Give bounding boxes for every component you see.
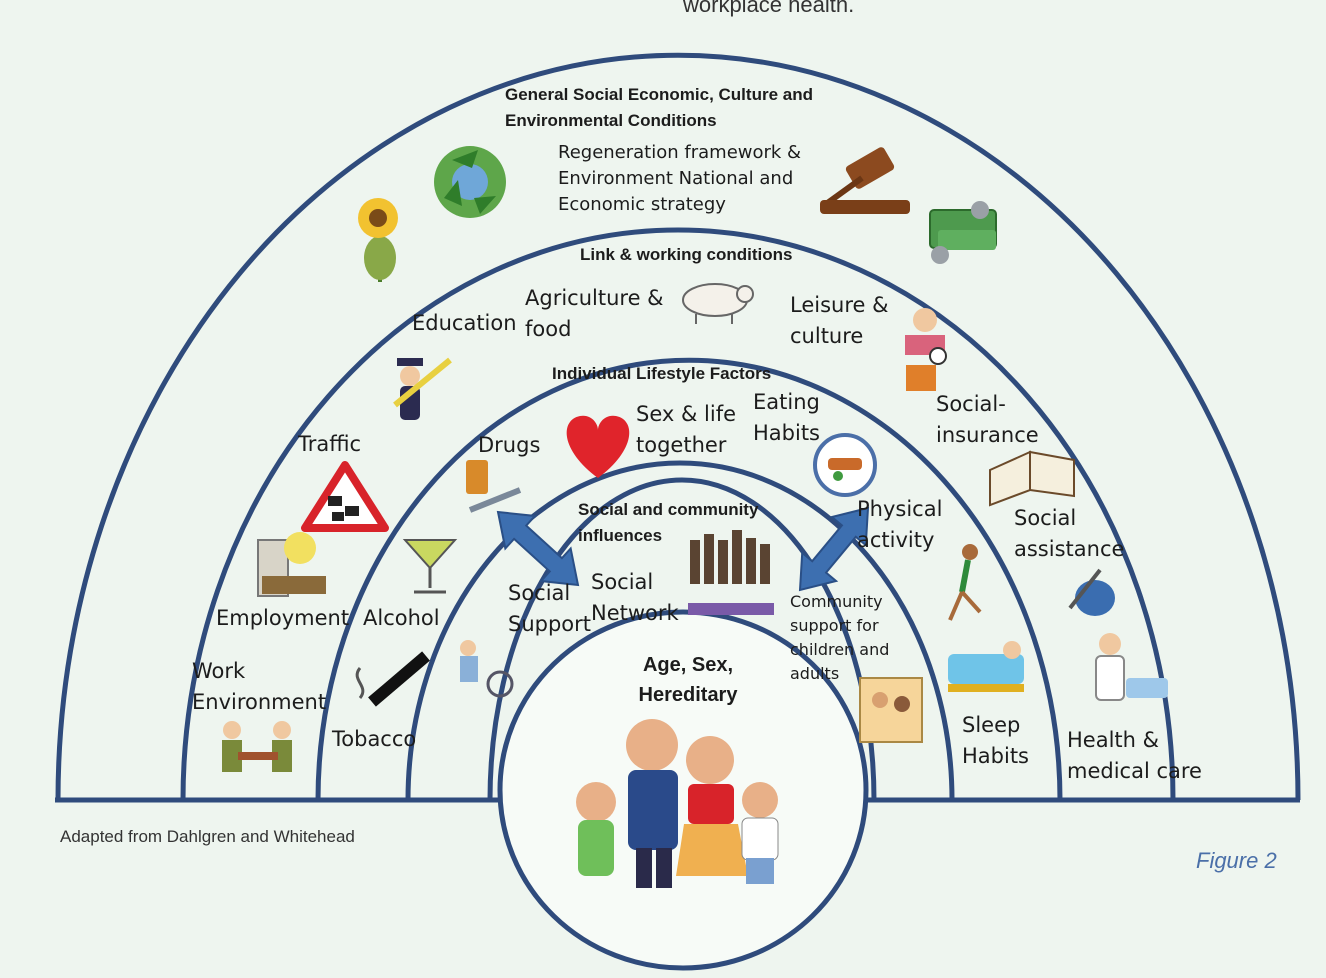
eating-habits-label-1: Eating	[753, 390, 820, 414]
plate-icon	[813, 433, 877, 497]
drugs-label: Drugs	[478, 433, 541, 457]
lifestyle-title: Individual Lifestyle Factors	[552, 364, 772, 383]
social-support-label-1: Social	[508, 581, 571, 605]
arc-general	[55, 52, 1301, 801]
workers-icon	[222, 721, 292, 772]
general-desc-line3: Economic strategy	[558, 194, 726, 215]
social-insurance-label-2: insurance	[936, 423, 1039, 447]
sex-life-label-2: together	[636, 433, 727, 457]
alcohol-label: Alcohol	[363, 606, 440, 630]
arc-lifestyle	[405, 460, 955, 801]
drugs-icon	[466, 460, 522, 513]
work-environment-label-2: Environment	[192, 690, 327, 714]
header-text: workplace health.	[683, 0, 855, 17]
sleep-habits-label-2: Habits	[962, 744, 1029, 768]
cocktail-icon	[402, 539, 458, 594]
social-assistance-label-2: assistance	[1014, 537, 1125, 561]
traffic-label: Traffic	[298, 432, 362, 456]
social-network-label-2: Network	[591, 601, 679, 625]
social-title-line2: influences	[578, 526, 663, 545]
education-label: Education	[412, 311, 517, 335]
social-support-label-2: Support	[508, 612, 592, 636]
core-ellipse	[497, 609, 869, 971]
cow-icon	[682, 283, 754, 324]
core-label-line2: Hereditary	[638, 684, 738, 706]
source-caption: Adapted from Dahlgren and Whitehead	[60, 827, 355, 846]
general-title-line1: General Social Economic, Culture and	[505, 85, 813, 104]
employment-label: Employment	[216, 606, 350, 630]
arc-living-outer	[180, 227, 1176, 801]
leisure-label-1: Leisure &	[790, 293, 889, 317]
book-icon	[989, 450, 1075, 507]
sex-life-label-1: Sex & life	[636, 402, 737, 426]
money-icon	[929, 201, 997, 264]
general-title-line2: Environmental Conditions	[505, 111, 717, 130]
social-title-line1: Social and community	[578, 500, 759, 519]
social-insurance-label-1: Social-	[936, 392, 1006, 416]
doctor-icon	[1095, 633, 1168, 701]
employment-icon	[257, 532, 326, 597]
cigarette-icon	[355, 651, 430, 707]
agriculture-label-2: food	[525, 317, 572, 341]
gavel-icon	[820, 147, 910, 214]
physical-activity-label-2: activity	[857, 528, 935, 552]
traffic-sign-icon	[301, 461, 389, 532]
wheelchair-icon	[460, 640, 514, 698]
agriculture-label-1: Agriculture &	[525, 286, 664, 310]
sleep-icon	[948, 641, 1024, 692]
recycle-icon	[434, 146, 506, 218]
arc-living	[315, 357, 1063, 801]
core-label-line1: Age, Sex,	[642, 654, 734, 676]
living-title: Link & working conditions	[580, 245, 793, 264]
health-care-label-1: Health &	[1067, 728, 1160, 752]
family-support-icon	[859, 677, 923, 743]
runner-icon	[948, 544, 982, 621]
heart-icon	[566, 415, 630, 478]
arc-social	[487, 477, 877, 801]
health-care-label-2: medical care	[1067, 759, 1202, 783]
family-icon	[576, 719, 779, 888]
crowd-icon	[688, 530, 774, 615]
graduate-icon	[393, 357, 452, 420]
vacuum-icon	[1068, 568, 1115, 616]
general-desc-line1: Regeneration framework &	[558, 142, 802, 163]
leisure-label-2: culture	[790, 324, 864, 348]
community-support-label-3: children and	[790, 640, 890, 659]
community-support-label-4: adults	[790, 664, 840, 683]
sunflower-icon	[358, 198, 398, 282]
general-desc-line2: Environment National and	[558, 168, 794, 189]
leisure-icon	[905, 308, 947, 391]
figure-label: Figure 2	[1196, 848, 1277, 873]
tobacco-label: Tobacco	[332, 727, 417, 751]
social-assistance-label-1: Social	[1014, 506, 1077, 530]
physical-activity-label-1: Physical	[857, 497, 943, 521]
community-support-label-1: Community	[790, 592, 883, 611]
work-environment-label-1: Work	[192, 659, 246, 683]
community-support-label-2: support for	[790, 616, 879, 635]
social-network-label-1: Social	[591, 570, 654, 594]
eating-habits-label-2: Habits	[753, 421, 820, 445]
sleep-habits-label-1: Sleep	[962, 713, 1021, 737]
